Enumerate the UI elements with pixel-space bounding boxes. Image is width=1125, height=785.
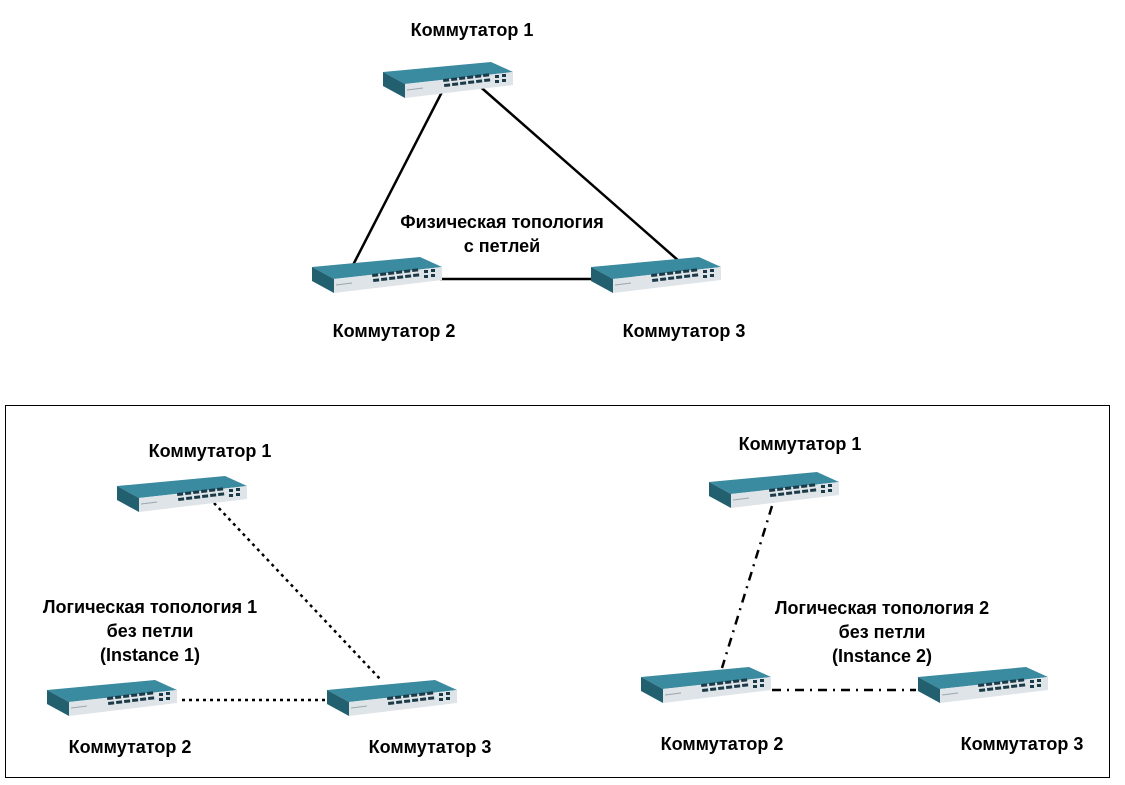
logical1-switch-1-label: Коммутатор 1 bbox=[148, 441, 272, 461]
caption-line: с петлей bbox=[463, 236, 541, 256]
logical2-caption: Логическая топология 2 без петли (Instan… bbox=[742, 596, 1022, 668]
link-1-3 bbox=[475, 82, 681, 263]
switch-2-icon bbox=[311, 256, 443, 294]
link-1-2 bbox=[720, 505, 774, 669]
logical1-switch-2-label: Коммутатор 2 bbox=[68, 737, 192, 757]
physical-switch-2-label: Коммутатор 2 bbox=[332, 321, 456, 341]
physical-caption: Физическая топология с петлей bbox=[352, 210, 652, 258]
logical1-links bbox=[182, 502, 382, 702]
logical1-switch-3-label: Коммутатор 3 bbox=[368, 737, 492, 757]
logical-topologies-frame bbox=[5, 405, 1110, 778]
switch-3-icon bbox=[590, 256, 722, 294]
logical2-switch-2-label: Коммутатор 2 bbox=[660, 734, 784, 754]
caption-line: без петли bbox=[838, 622, 926, 642]
caption-line: Логическая топология 1 bbox=[42, 597, 258, 617]
logical1-caption: Логическая топология 1 без петли (Instan… bbox=[10, 595, 290, 667]
link-1-3 bbox=[213, 502, 382, 681]
link-1-2 bbox=[350, 87, 446, 268]
physical-switch-3-label: Коммутатор 3 bbox=[622, 321, 746, 341]
caption-line: (Instance 2) bbox=[831, 646, 933, 666]
logical2-switch-3-label: Коммутатор 3 bbox=[960, 734, 1084, 754]
physical-switch-1-label: Коммутатор 1 bbox=[410, 20, 534, 40]
caption-line: Логическая топология 2 bbox=[774, 598, 990, 618]
caption-line: Физическая топология bbox=[400, 212, 604, 232]
caption-line: (Instance 1) bbox=[99, 645, 201, 665]
caption-line: без петли bbox=[106, 621, 194, 641]
logical2-switch-1-label: Коммутатор 1 bbox=[738, 434, 862, 454]
logical2-links bbox=[720, 505, 916, 692]
physical-links bbox=[350, 82, 681, 281]
switch-1-icon bbox=[382, 61, 514, 99]
